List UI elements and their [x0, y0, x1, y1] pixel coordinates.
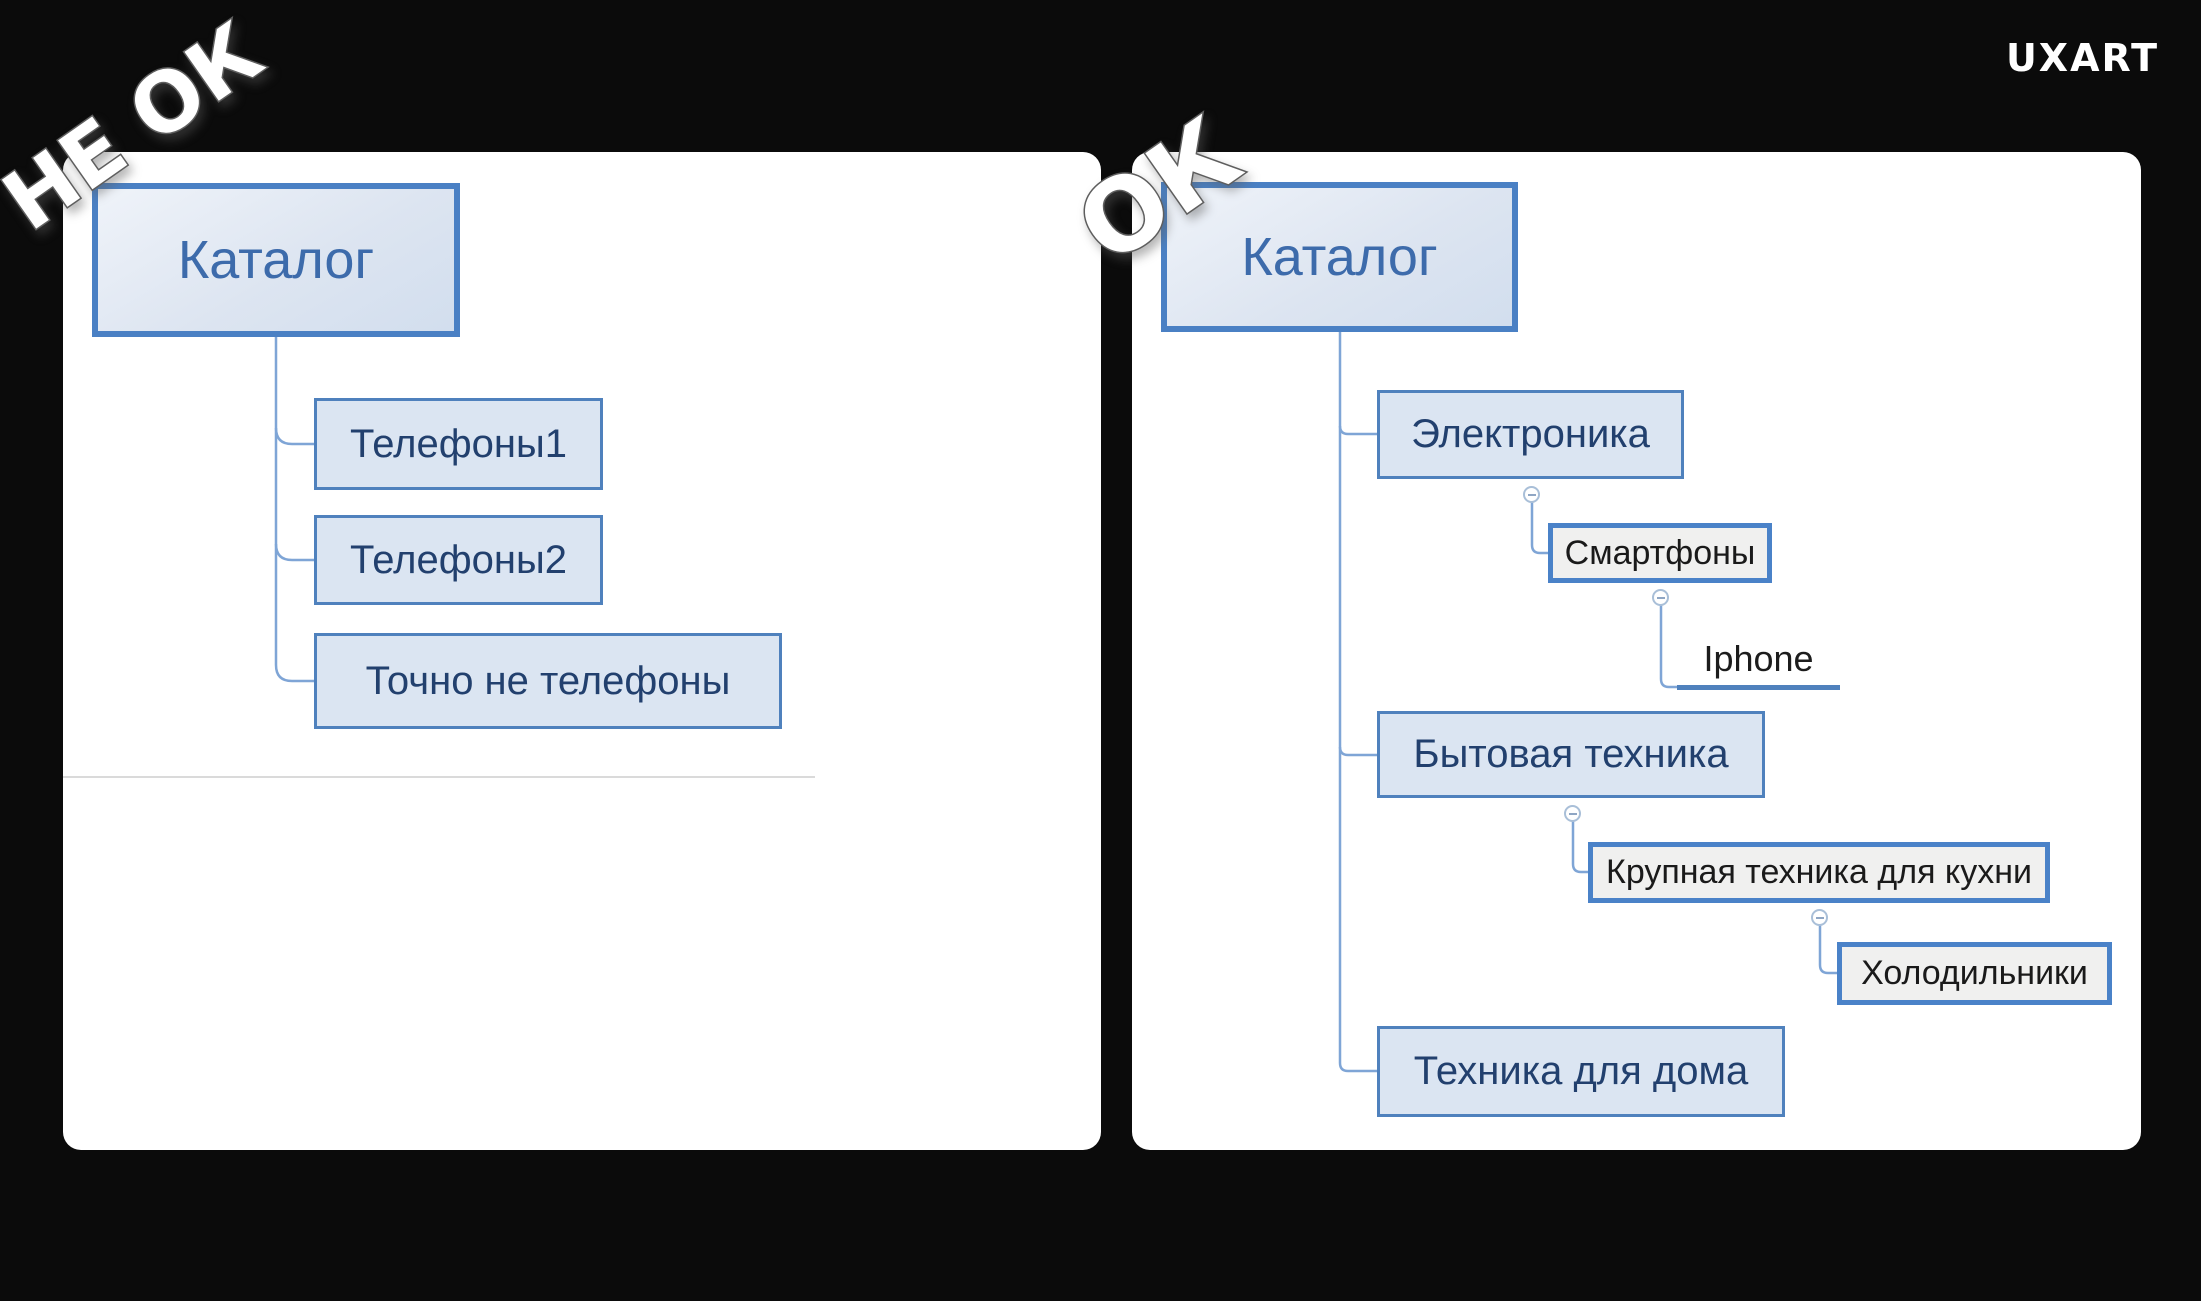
panel-ok: Каталог Электроника Смартфоны Iphone Быт…	[1132, 152, 2141, 1150]
connector-branch	[274, 428, 314, 562]
connector-branch	[1659, 605, 1677, 689]
connector-branch	[1818, 925, 1837, 975]
node-home-appliances[interactable]: Бытовая техника	[1377, 711, 1765, 798]
node-label: Телефоны2	[350, 537, 567, 582]
collapse-minus-icon	[1568, 812, 1577, 815]
collapse-toggle[interactable]	[1564, 805, 1581, 822]
node-label: Крупная техника для кухни	[1606, 853, 2032, 891]
collapse-toggle[interactable]	[1652, 589, 1669, 606]
node-label: Бытовая техника	[1413, 732, 1729, 776]
collapse-toggle[interactable]	[1523, 486, 1540, 503]
node-electronics[interactable]: Электроника	[1377, 390, 1684, 479]
node-label: Каталог	[177, 230, 375, 290]
node-label: Точно не телефоны	[365, 658, 731, 703]
divider-line	[63, 776, 815, 778]
node-large-kitchen-appliances[interactable]: Крупная техника для кухни	[1588, 842, 2050, 903]
node-home-tech[interactable]: Техника для дома	[1377, 1026, 1785, 1117]
collapse-toggle[interactable]	[1811, 909, 1828, 926]
connector-branch	[274, 544, 314, 683]
connector-branch	[274, 337, 314, 446]
node-label: Каталог	[1241, 227, 1438, 287]
collapse-minus-icon	[1527, 493, 1536, 496]
node-catalog-root[interactable]: Каталог	[92, 183, 460, 337]
connector-branch	[1571, 821, 1588, 874]
connector-branch	[1338, 426, 1377, 757]
node-label: Техника для дома	[1413, 1049, 1749, 1093]
node-label: Iphone	[1703, 638, 1814, 679]
connector-branch	[1338, 747, 1377, 1073]
node-phones1[interactable]: Телефоны1	[314, 398, 603, 490]
node-label: Электроника	[1411, 412, 1650, 456]
connector-branch	[1338, 332, 1377, 436]
node-catalog-root[interactable]: Каталог	[1161, 182, 1518, 332]
panel-not-ok: Каталог Телефоны1 Телефоны2 Точно не тел…	[63, 152, 1101, 1150]
iphone-underline-bar	[1677, 685, 1840, 690]
connector-branch	[1530, 502, 1548, 555]
node-refrigerators[interactable]: Холодильники	[1837, 942, 2112, 1005]
node-definitely-not-phones[interactable]: Точно не телефоны	[314, 633, 782, 729]
node-smartphones[interactable]: Смартфоны	[1548, 523, 1772, 583]
node-label: Смартфоны	[1564, 533, 1756, 572]
node-label: Телефоны1	[350, 421, 567, 466]
uxart-logo: UXART	[2005, 36, 2159, 80]
collapse-minus-icon	[1815, 916, 1824, 919]
collapse-minus-icon	[1656, 596, 1665, 599]
node-phones2[interactable]: Телефоны2	[314, 515, 603, 605]
node-label: Холодильники	[1861, 954, 2088, 992]
